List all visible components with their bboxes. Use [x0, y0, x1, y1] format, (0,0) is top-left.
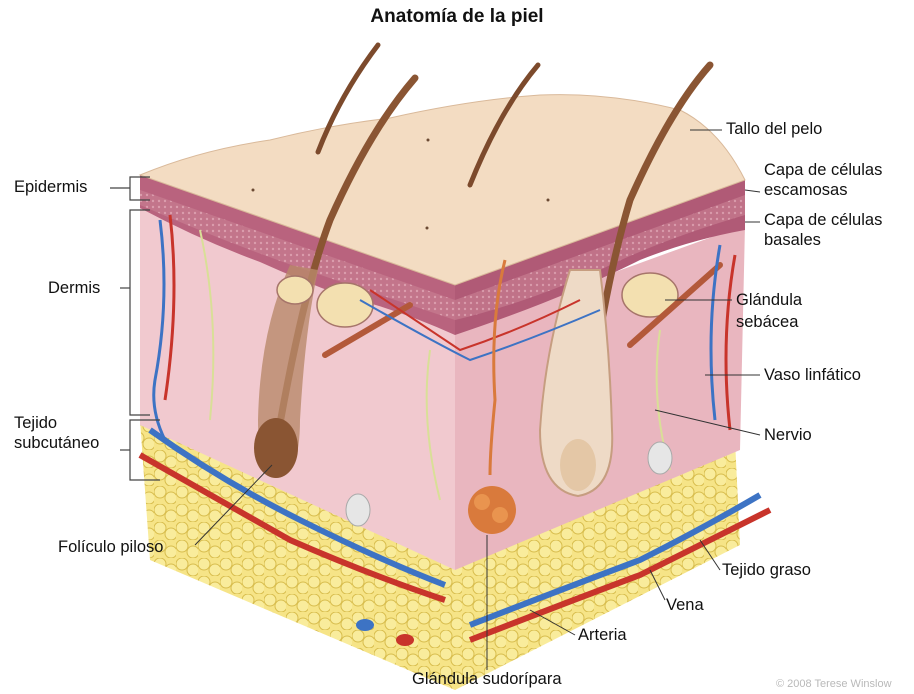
label-vein: Vena: [666, 596, 704, 615]
label-hair-shaft: Tallo del pelo: [726, 120, 822, 139]
label-squamous-line1: Capa de células: [764, 161, 882, 180]
sebaceous-gland-left: [317, 283, 373, 327]
label-squamous-line2: escamosas: [764, 181, 847, 200]
label-sebaceous-line2: sebácea: [736, 313, 798, 332]
label-subcutaneous-line1: Tejido: [14, 414, 57, 433]
label-lymph-vessel: Vaso linfático: [764, 366, 861, 385]
label-hair-follicle: Folículo piloso: [58, 538, 163, 557]
label-basal-line2: basales: [764, 231, 821, 250]
label-sebaceous-line1: Glándula: [736, 291, 802, 310]
label-subcutaneous-line2: subcutáneo: [14, 434, 99, 453]
label-epidermis: Epidermis: [14, 178, 87, 197]
label-dermis: Dermis: [48, 279, 100, 298]
label-basal-line1: Capa de células: [764, 211, 882, 230]
copyright-credit: © 2008 Terese Winslow: [776, 678, 892, 690]
label-sweat-gland: Glándula sudorípara: [412, 670, 562, 689]
label-artery: Arteria: [578, 626, 627, 645]
label-nerve: Nervio: [764, 426, 812, 445]
sweat-gland: [468, 486, 516, 534]
label-fat-tissue: Tejido graso: [722, 561, 811, 580]
